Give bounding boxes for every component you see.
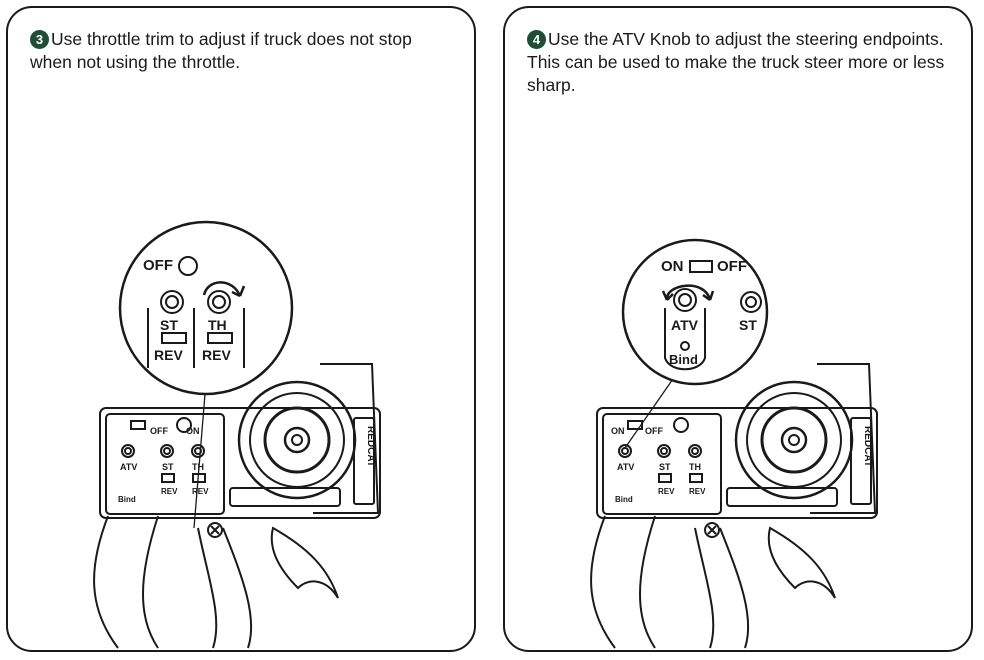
- th-label: TH: [689, 462, 701, 472]
- zoom-bind-label: Bind: [669, 352, 698, 367]
- atv-label: ATV: [120, 462, 137, 472]
- bind-label: Bind: [615, 495, 633, 504]
- atv-label: ATV: [617, 462, 634, 472]
- off-label: OFF: [645, 426, 663, 436]
- zoom-on-label: ON: [661, 258, 684, 275]
- bind-label: Bind: [118, 495, 136, 504]
- zoom-off-label: OFF: [717, 258, 747, 275]
- th-label: TH: [192, 462, 204, 472]
- st-label: ST: [659, 462, 671, 472]
- transmitter-illustration-3: ON OFF ATV Bind ST TH REV REV OFF ST TH …: [93, 220, 381, 649]
- on-label: ON: [186, 426, 200, 436]
- step-4-text: Use the ATV Knob to adjust the steering …: [527, 29, 945, 95]
- step-number-badge: 3: [30, 30, 49, 49]
- step-3-text: Use throttle trim to adjust if truck doe…: [30, 29, 412, 72]
- on-label: ON: [611, 426, 625, 436]
- rev-label-th: REV: [192, 487, 209, 496]
- zoom-rev-label-th: REV: [202, 347, 231, 363]
- brand-label: REDCAT: [862, 426, 873, 467]
- rev-label-th: REV: [689, 487, 706, 496]
- zoom-th-label: TH: [208, 317, 227, 333]
- zoom-atv-label: ATV: [671, 317, 699, 333]
- rev-label-st: REV: [161, 487, 178, 496]
- st-label: ST: [162, 462, 174, 472]
- zoom-st-label: ST: [160, 317, 178, 333]
- transmitter-illustration-4: ON OFF ATV Bind ST TH REV REV ON OFF ATV…: [590, 238, 878, 649]
- zoom-rev-label-st: REV: [154, 347, 183, 363]
- step-number-badge: 4: [527, 30, 546, 49]
- zoom-off-label: OFF: [143, 257, 173, 274]
- rev-label-st: REV: [658, 487, 675, 496]
- off-label: OFF: [150, 426, 168, 436]
- brand-label: REDCAT: [365, 426, 376, 467]
- zoom-st-label: ST: [739, 317, 757, 333]
